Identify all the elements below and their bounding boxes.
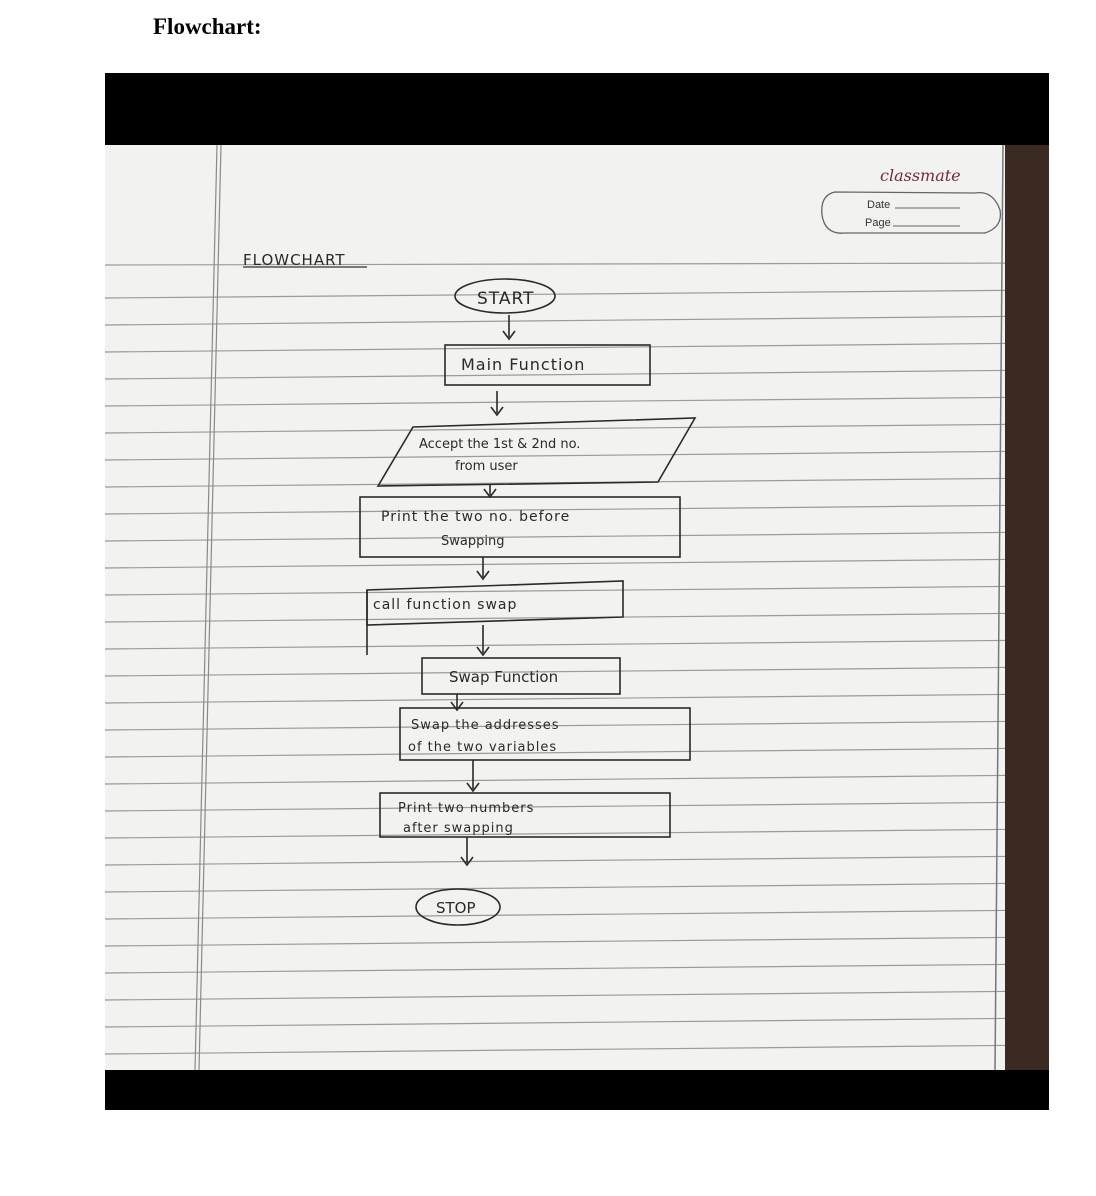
main-function-box <box>444 344 651 386</box>
start-label: START <box>477 289 534 309</box>
accept-label-line1: Accept the 1st & 2nd no. <box>419 437 580 452</box>
accept-input-parallelogram <box>376 417 697 487</box>
swap-addresses-label-line2: of the two variables <box>408 740 557 755</box>
print-after-label-line1: Print two numbers <box>398 801 534 816</box>
brand-logo: classmate Date Page <box>821 166 1002 234</box>
document-heading: Flowchart: <box>153 14 262 39</box>
swap-function-label: Swap Function <box>449 668 558 686</box>
accept-label-line2: from user <box>455 459 518 474</box>
main-function-label: Main Function <box>461 355 585 374</box>
swap-function-box <box>421 657 621 695</box>
print-after-label-line2: after swapping <box>403 821 514 836</box>
date-label: Date <box>867 199 890 211</box>
notebook-page: classmate Date Page FLOWCHART <box>105 145 1049 1070</box>
print-before-box <box>359 496 681 558</box>
flowchart-diagram: classmate Date Page FLOWCHART <box>105 145 1049 1070</box>
page-edge <box>1005 145 1049 1070</box>
stop-terminal <box>415 888 501 926</box>
notebook-photo: classmate Date Page FLOWCHART <box>105 73 1049 1110</box>
print-after-box <box>379 792 671 838</box>
notebook-title: FLOWCHART <box>243 251 346 269</box>
swap-addresses-box <box>399 707 691 761</box>
stop-label: STOP <box>436 899 476 917</box>
page-label: Page <box>865 217 891 229</box>
print-before-label-line2: Swapping <box>441 534 504 549</box>
start-terminal <box>454 278 556 314</box>
margin-lines <box>194 145 222 1070</box>
brand-text: classmate <box>880 166 961 185</box>
ruled-lines <box>105 262 1049 1055</box>
swap-addresses-label-line1: Swap the addresses <box>411 718 560 733</box>
call-swap-label: call function swap <box>373 597 517 613</box>
print-before-label-line1: Print the two no. before <box>381 509 570 525</box>
